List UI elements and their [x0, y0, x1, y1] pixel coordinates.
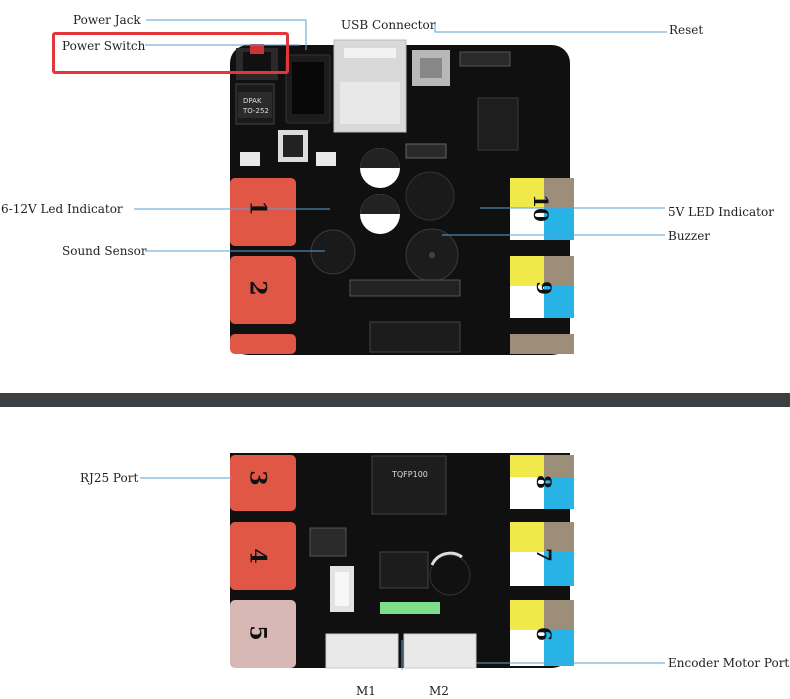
port-5-label: 5 — [244, 625, 271, 641]
sound-sensor-label: Sound Sensor — [62, 244, 147, 258]
tqfp-marking: TQFP100 — [392, 470, 428, 479]
power-jack-label: Power Jack — [73, 13, 141, 27]
port-9-label: 9 — [531, 281, 556, 295]
port-7-label: 7 — [531, 548, 556, 562]
port-1-label: 1 — [244, 200, 271, 216]
power-switch-label: Power Switch — [62, 39, 146, 53]
port-6-label: 6 — [531, 627, 556, 641]
usb-connector-label: USB Connector — [341, 18, 436, 32]
encoder-motor-port-label: Encoder Motor Port — [668, 656, 790, 670]
m2-label: M2 — [429, 684, 449, 698]
port-10-label: 10 — [528, 194, 553, 222]
m1-label: M1 — [356, 684, 376, 698]
regulator-marking: DPAK TO-252 — [243, 97, 269, 115]
reset-label: Reset — [669, 23, 704, 37]
port-4-label: 4 — [244, 548, 271, 564]
bottom-board — [230, 453, 574, 669]
port-8-label: 8 — [531, 475, 556, 489]
power-switch-highlight — [52, 32, 289, 74]
buzzer-label: Buzzer — [668, 229, 711, 243]
rj25-port-label: RJ25 Port — [80, 471, 139, 485]
port-3-label: 3 — [244, 470, 271, 486]
top-board — [230, 39, 574, 355]
led-indicator-12v-label: 6-12V Led Indicator — [1, 202, 123, 216]
leader-lines — [134, 19, 667, 670]
led-indicator-5v-label: 5V LED Indicator — [668, 205, 774, 219]
divider-band — [0, 393, 790, 407]
port-2-label: 2 — [244, 280, 271, 296]
